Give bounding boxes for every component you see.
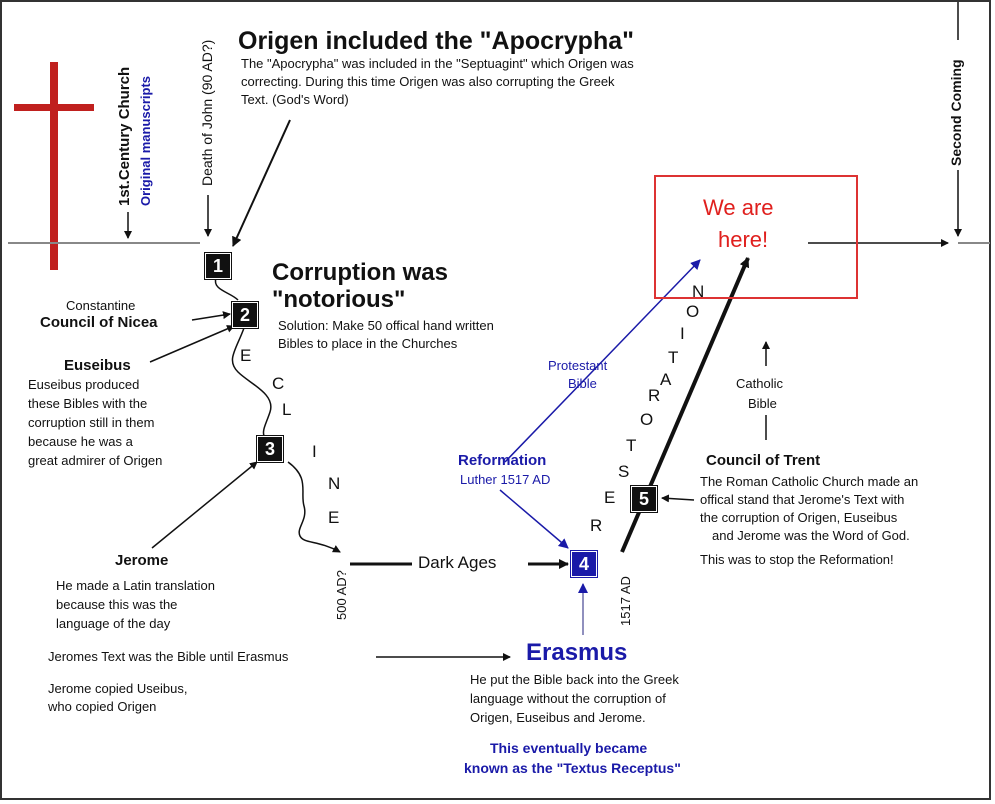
trent-title: Council of Trent [706, 452, 821, 469]
marker-3: 3 [256, 435, 284, 463]
restoration-letter-7: A [660, 370, 672, 389]
jerome-name: Jerome [115, 552, 169, 569]
decline-path-2 [231, 327, 272, 437]
council-of-nicea-label: Council of Nicea [40, 314, 158, 331]
constantine-label: Constantine [66, 298, 136, 313]
catholic-bible-1: Catholic [736, 376, 783, 391]
jerome-note-2b: who copied Origen [48, 699, 157, 714]
corruption-title-1: Corruption was [272, 259, 449, 286]
jerome-text-2: because this was the [56, 597, 178, 612]
eusebius-text-3: corruption still in them [28, 415, 155, 430]
jerome-arrow [151, 461, 258, 549]
second-coming-label: Second Coming [948, 59, 964, 166]
decline-path-1 [214, 277, 239, 301]
decline-letter-5: N [328, 474, 341, 493]
restoration-letter-6: R [648, 386, 661, 405]
decline-letter-4: I [312, 442, 317, 461]
erasmus-text-2: language without the corruption of [470, 691, 666, 706]
erasmus-footer-1: This eventually became [490, 740, 648, 756]
reformation-title: Reformation [458, 452, 547, 469]
eusebius-text-1: Euseibus produced [28, 377, 140, 392]
jerome-text-3: language of the day [56, 616, 171, 631]
restoration-letter-1: R [590, 516, 603, 535]
corruption-solution-2: Bibles to place in the Churches [278, 336, 458, 351]
we-are-here-1: We are [703, 195, 774, 220]
jerome-note-1: Jeromes Text was the Bible until Erasmus [48, 649, 289, 664]
erasmus-name: Erasmus [526, 639, 628, 666]
protestant-arrow [504, 259, 701, 463]
erasmus-text-1: He put the Bible back into the Greek [470, 672, 679, 687]
origen-title: Origen included the "Apocrypha" [238, 27, 634, 55]
trent-text-3: the corruption of Origen, Euseibus [700, 510, 898, 525]
erasmus-footer-2: known as the "Textus Receptus" [464, 760, 681, 776]
we-are-here-box [654, 175, 858, 299]
origen-text-1: The "Apocrypha" was included in the "Sep… [241, 56, 634, 71]
marker-2: 2 [231, 301, 259, 329]
decline-letter-2: C [272, 374, 285, 393]
decline-path-3 [287, 461, 341, 553]
eusebius-text-4: because he was a [28, 434, 133, 449]
ad1517-label: 1517 AD [618, 576, 633, 626]
reformation-arrow [499, 489, 569, 549]
restoration-letter-10: O [686, 302, 700, 321]
jerome-note-2a: Jerome copied Useibus, [48, 681, 188, 696]
trent-text-2: offical stand that Jerome's Text with [700, 492, 905, 507]
origen-arrow [232, 119, 291, 247]
trent-text-1: The Roman Catholic Church made an [700, 474, 919, 489]
marker-5: 5 [630, 485, 658, 513]
death-of-john-label: Death of John (90 AD?) [199, 39, 215, 186]
reformation-sub: Luther 1517 AD [460, 472, 551, 487]
first-century-label: 1st.Century Church [116, 66, 133, 206]
corruption-solution-1: Solution: Make 50 offical hand written [278, 318, 494, 333]
decline-letter-1: E [240, 346, 252, 365]
dark-ages-label: Dark Ages [418, 553, 497, 572]
restoration-letter-4: T [626, 436, 637, 455]
restoration-letter-3: S [618, 462, 630, 481]
catholic-bible-2: Bible [748, 396, 777, 411]
we-are-here-2: here! [718, 227, 769, 252]
erasmus-text-3: Origen, Euseibus and Jerome. [470, 710, 646, 725]
cross-icon [14, 62, 94, 270]
decline-letter-6: E [328, 508, 340, 527]
original-manuscripts-label: Original manuscripts [138, 75, 153, 206]
trent-arrow [661, 494, 695, 503]
restoration-letter-5: O [640, 410, 654, 429]
trent-text-4: and Jerome was the Word of God. [712, 528, 910, 543]
restoration-letter-2: E [604, 488, 616, 507]
jerome-text-1: He made a Latin translation [56, 578, 215, 593]
corruption-title-2: "notorious" [272, 286, 406, 313]
constantine-arrow [191, 311, 231, 321]
eusebius-text-2: these Bibles with the [28, 396, 148, 411]
decline-letter-3: L [282, 400, 292, 419]
origen-text-2: correcting. During this time Origen was … [241, 74, 615, 89]
restoration-letter-8: T [668, 348, 679, 367]
eusebius-text-5: great admirer of Origen [28, 453, 163, 468]
marker-4: 4 [570, 550, 598, 578]
restoration-letter-9: I [680, 324, 685, 343]
protestant-bible-2: Bible [568, 376, 597, 391]
eusebius-arrow [149, 325, 235, 363]
protestant-bible-1: Protestant [548, 358, 608, 373]
restoration-letter-11: N [692, 282, 705, 301]
marker-1: 1 [204, 252, 232, 280]
origen-text-3: Text. (God's Word) [241, 92, 349, 107]
trent-note: This was to stop the Reformation! [700, 552, 894, 567]
ad500-label: 500 AD? [334, 570, 349, 620]
eusebius-name: Euseibus [64, 357, 131, 374]
